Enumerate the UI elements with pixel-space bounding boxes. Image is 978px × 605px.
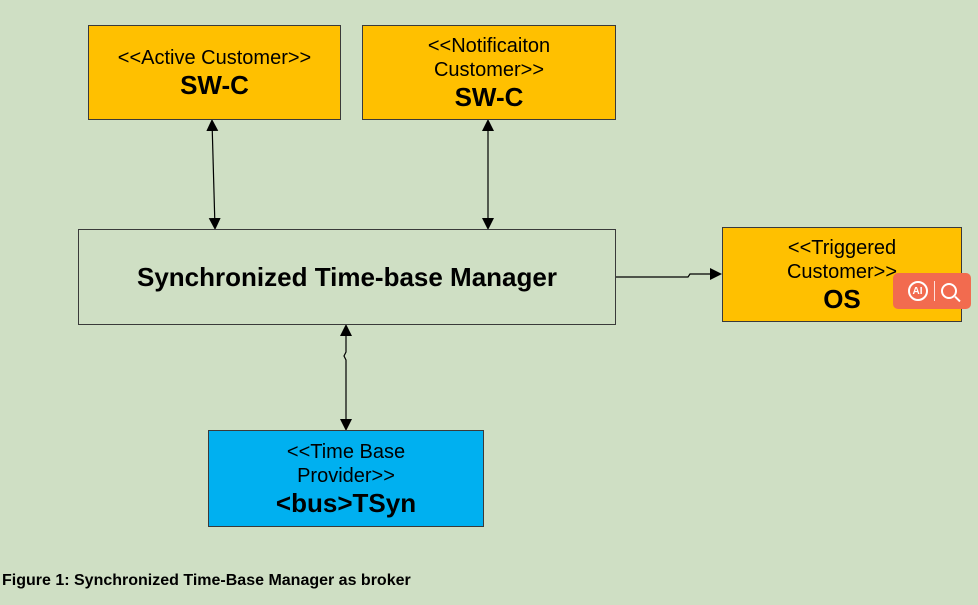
time-base-provider-box: <<Time Base Provider>> <bus>TSyn: [208, 430, 484, 527]
notification-customer-stereotype-line2: Customer>>: [433, 58, 545, 81]
triggered-customer-name: OS: [823, 283, 861, 314]
search-icon[interactable]: [940, 283, 957, 299]
connector-active-customer-manager: [206, 119, 221, 230]
time-base-provider-stereotype-line1: <<Time Base: [286, 440, 406, 463]
active-customer-name: SW-C: [180, 69, 249, 100]
ai-icon-label: AI: [912, 285, 923, 297]
triggered-customer-stereotype-line2: Customer>>: [786, 260, 898, 283]
connector-manager-time-base-provider: [340, 324, 352, 431]
ai-search-widget[interactable]: AI: [893, 273, 971, 309]
manager-name: Synchronized Time-base Manager: [137, 261, 557, 292]
widget-divider: [933, 281, 935, 301]
active-customer-box: <<Active Customer>> SW-C: [88, 25, 341, 120]
ai-icon[interactable]: AI: [907, 281, 928, 301]
connector-manager-triggered-customer: [616, 268, 722, 280]
time-base-provider-stereotype-line2: Provider>>: [297, 464, 395, 487]
active-customer-stereotype: <<Active Customer>>: [117, 46, 312, 69]
manager-box: Synchronized Time-base Manager: [78, 229, 616, 325]
triggered-customer-stereotype-line1: <<Triggered: [787, 236, 897, 259]
notification-customer-box: <<Notificaiton Customer>> SW-C: [362, 25, 616, 120]
triggered-customer-box: <<Triggered Customer>> OS: [722, 227, 962, 322]
figure-caption: Figure 1: Synchronized Time-Base Manager…: [2, 572, 411, 589]
notification-customer-name: SW-C: [454, 81, 524, 112]
time-base-provider-name: <bus>TSyn: [275, 487, 417, 518]
notification-customer-stereotype-line1: <<Notificaiton: [427, 34, 551, 57]
